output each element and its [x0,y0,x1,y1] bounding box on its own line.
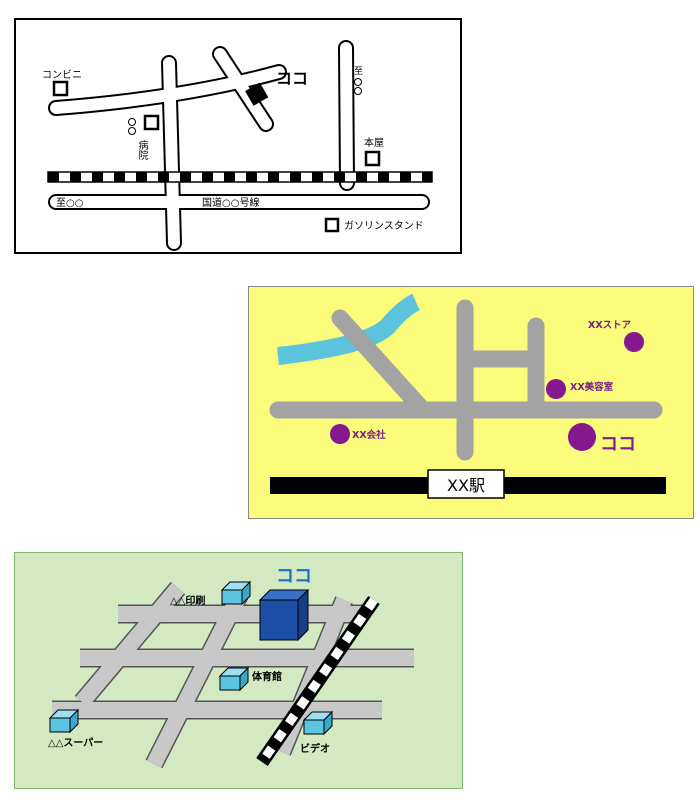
map-monochrome: コンビニ 病院 ココ 至 本屋 至○○ 国道○○号線 ガソリンスタンド [14,18,462,254]
railway [256,596,380,766]
map-green-isometric: ココ △△印刷 体育館 △△スーパー ビデオ [14,552,463,789]
national-road-label: 国道○○号線 [202,196,259,209]
company-label: XX会社 [352,429,386,441]
hospital-mark-circle-2 [128,127,136,135]
gym-label: 体育館 [252,670,282,683]
gym-building [218,666,250,692]
company-marker [330,424,350,444]
video-store-label: ビデオ [300,742,330,755]
destination-label: ココ [276,566,312,587]
station-box [427,469,505,499]
railway [47,171,433,183]
video-store-building [302,710,334,736]
printing-label: △△印刷 [170,594,205,607]
convenience-store-label: コンビニ [42,69,82,81]
direction-to-west-label: 至○○ [56,197,83,209]
convenience-store-marker [52,80,69,97]
roads [48,40,430,251]
store-marker [624,332,644,352]
station-label: XX駅 [447,476,485,495]
north-place-circle-2 [354,87,362,95]
road-diagonal-center [146,590,248,768]
map-green-canvas: ココ △△印刷 体育館 △△スーパー ビデオ [14,552,463,789]
destination-marker [568,423,596,451]
destination-marker [245,82,269,106]
destination-label: ココ [276,69,308,88]
gas-station-marker [324,217,340,233]
bookstore-marker [364,150,381,167]
road-diagonal-left [75,582,185,708]
hospital-marker [143,114,160,131]
gas-station-label: ガソリンスタンド [344,220,424,232]
bookstore-label: 本屋 [364,136,384,149]
hospital-mark-circle-1 [128,118,136,126]
printing-building [220,580,252,606]
salon-marker [546,379,566,399]
supermarket-building [48,708,80,734]
direction-to-north-label: 至 [354,66,363,77]
destination-building [258,588,310,642]
destination-label: ココ [600,434,636,455]
map-yellow-canvas: XX駅 XXストア XX美容室 XX会社 ココ [248,286,694,519]
map-frame [14,18,462,254]
river [277,293,421,365]
north-place-circle-1 [354,78,362,86]
map-yellow: XX駅 XXストア XX美容室 XX会社 ココ [248,286,694,519]
map-monochrome-canvas: コンビニ 病院 ココ 至 本屋 至○○ 国道○○号線 ガソリンスタンド [14,18,462,254]
roads [269,299,663,461]
supermarket-label: △△スーパー [48,737,103,749]
store-label: XXストア [588,320,632,331]
salon-label: XX美容室 [570,381,614,393]
road-diagonal [331,309,432,419]
